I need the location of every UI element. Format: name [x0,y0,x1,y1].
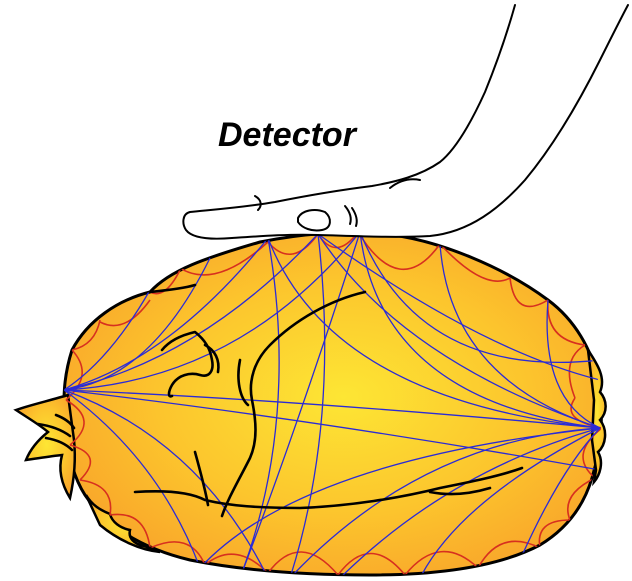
detector-label: Detector [218,116,358,154]
cat-fill [64,232,601,575]
